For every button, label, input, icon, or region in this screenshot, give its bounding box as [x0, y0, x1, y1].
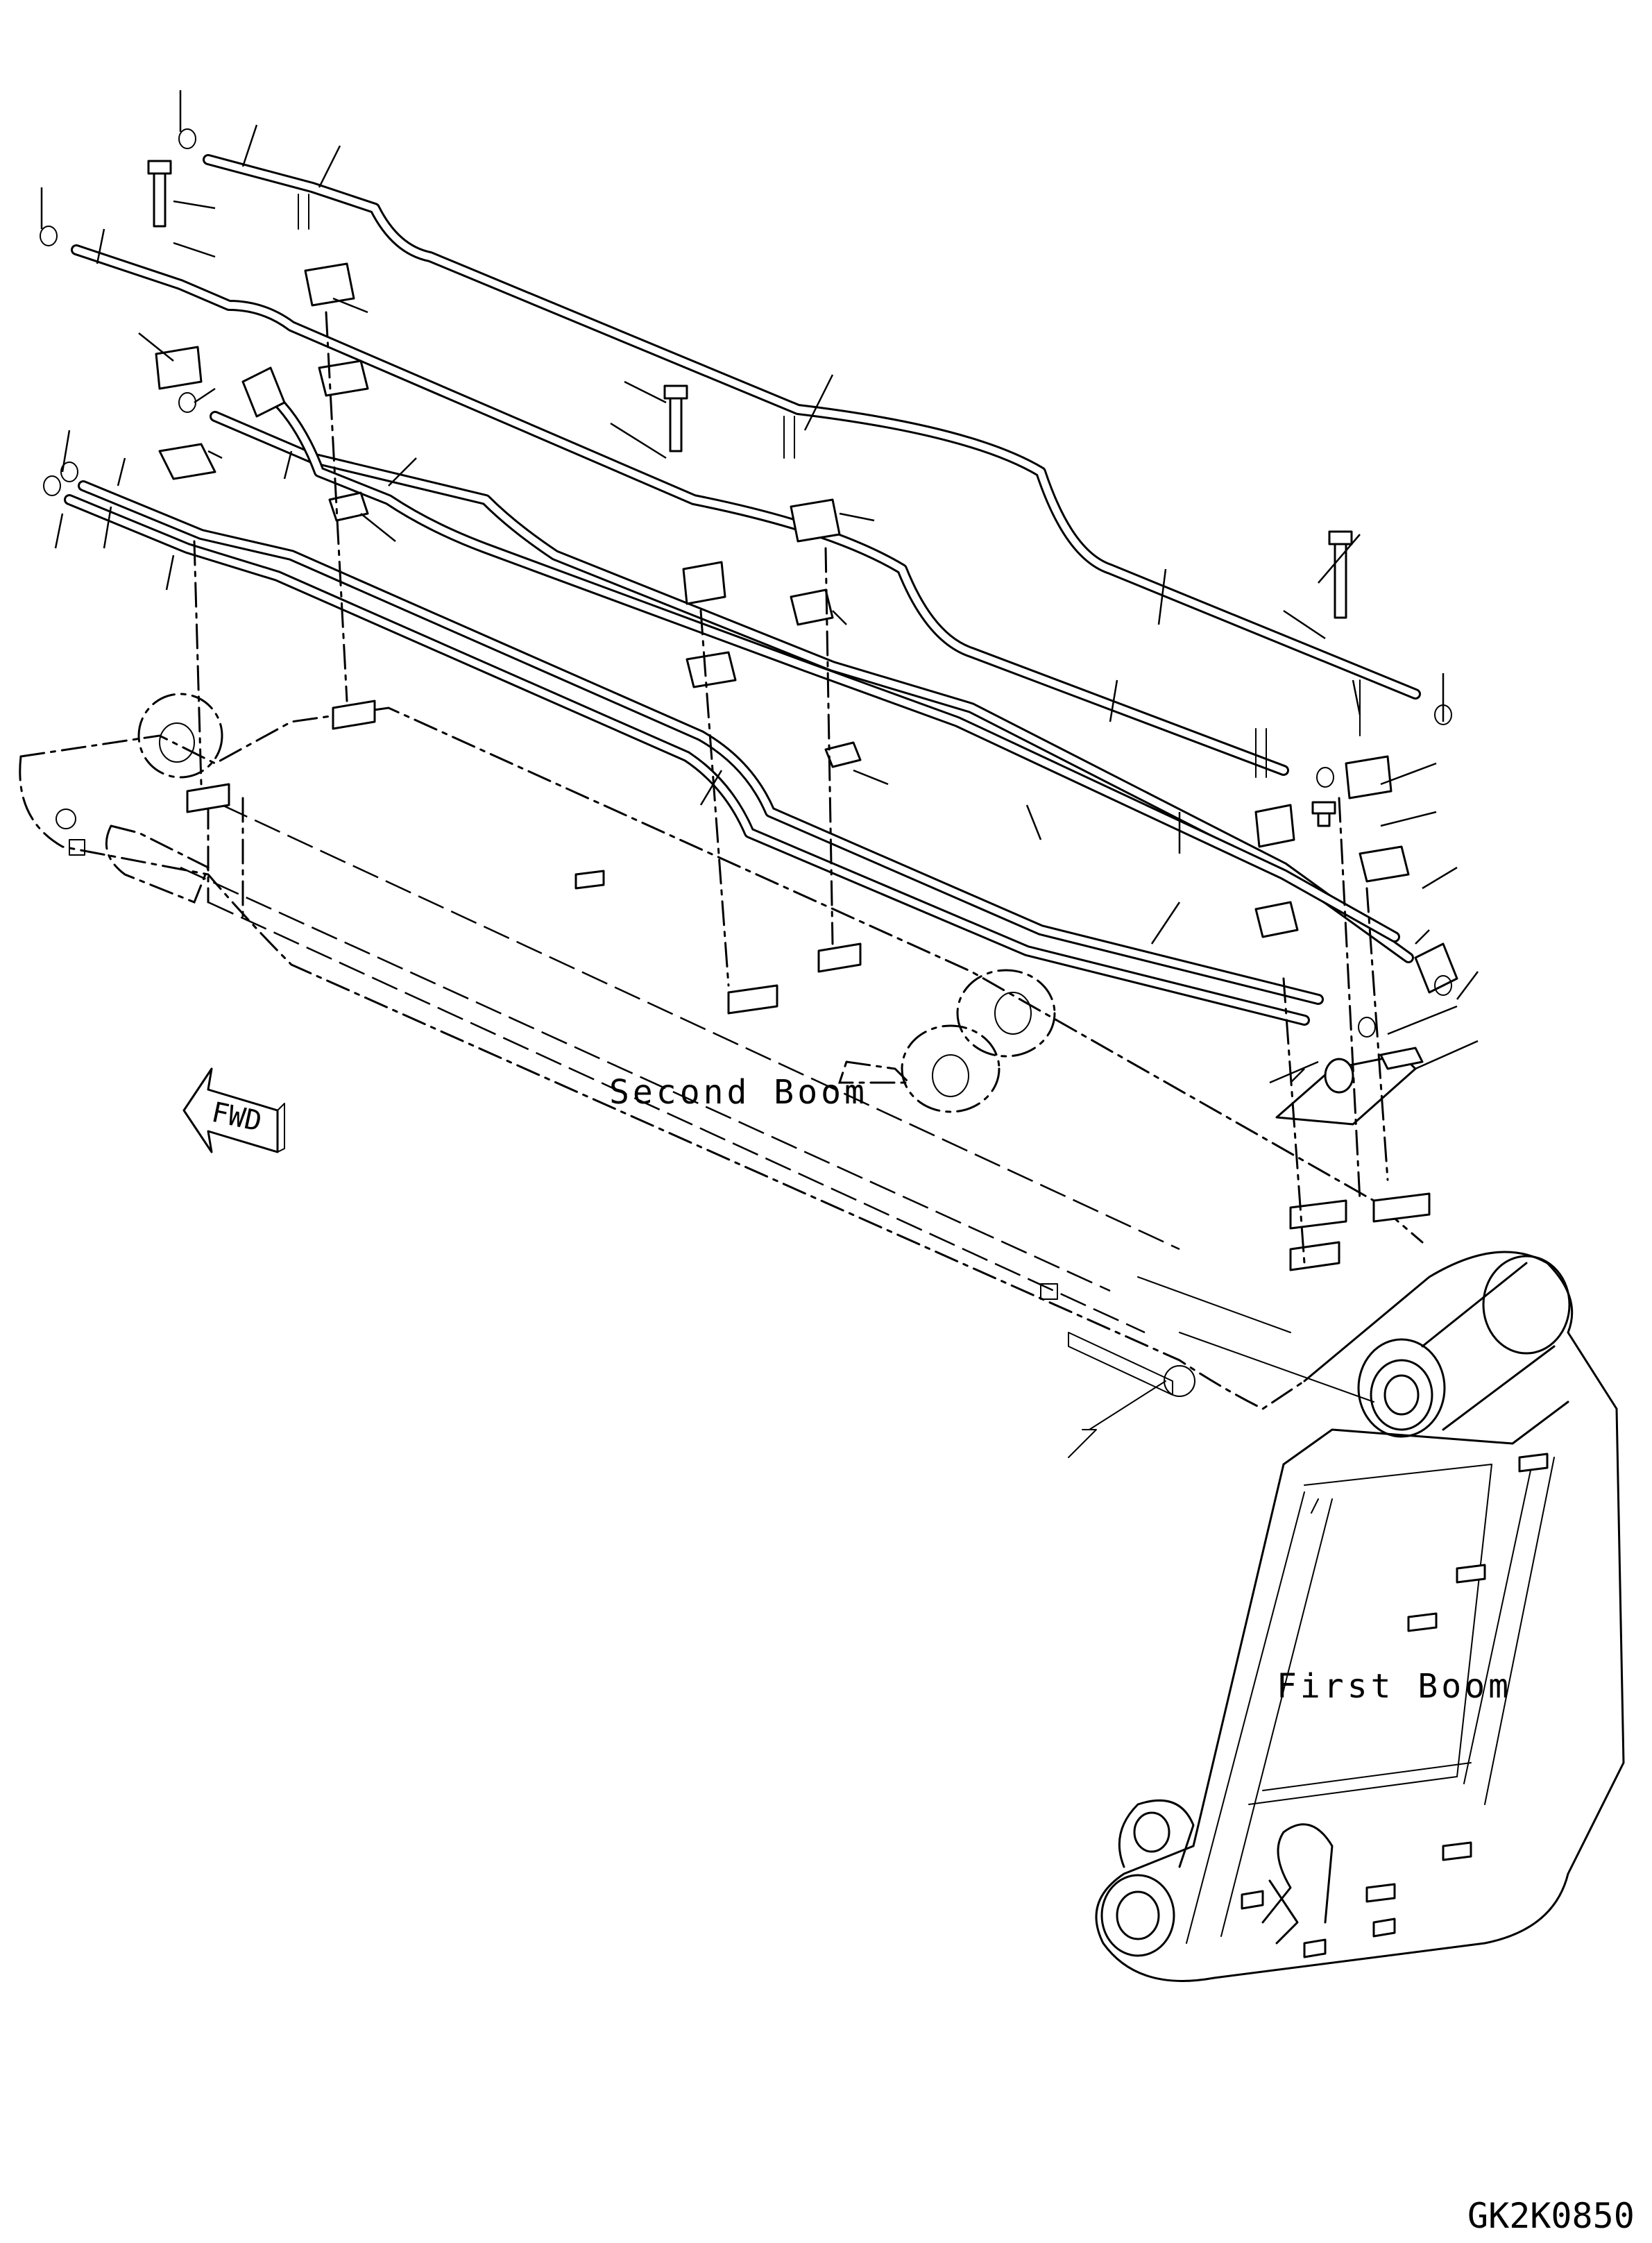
- bolt-4: [1311, 801, 1336, 827]
- pipe-2: [71, 244, 1289, 776]
- bolt-3: [1328, 530, 1353, 619]
- bolt-2: [663, 384, 688, 452]
- location-lines: [193, 311, 1389, 1264]
- block-f: [1254, 804, 1295, 848]
- first-boom: [1095, 1251, 1625, 1982]
- block-e: [1345, 755, 1393, 799]
- drawing-code: GK2K0850: [1467, 2196, 1635, 2236]
- first-boom-label: First Boom: [1277, 1667, 1512, 1706]
- hydraulic-pipes: [64, 154, 1421, 1026]
- fwd-label: FWD: [209, 1097, 264, 1138]
- block-d: [682, 561, 726, 605]
- block-b: [155, 346, 203, 390]
- fwd-arrow-icon: FWD: [182, 1067, 285, 1153]
- leader-lines: [40, 90, 1479, 1084]
- block-c: [790, 498, 841, 543]
- block-a: [304, 262, 355, 307]
- second-boom-outline: [19, 693, 1431, 1458]
- bolt-1: [147, 160, 172, 228]
- second-boom-label: Second Boom: [609, 1073, 868, 1112]
- clamp-parts: [40, 128, 1458, 1126]
- pipe-5: [78, 480, 1324, 1005]
